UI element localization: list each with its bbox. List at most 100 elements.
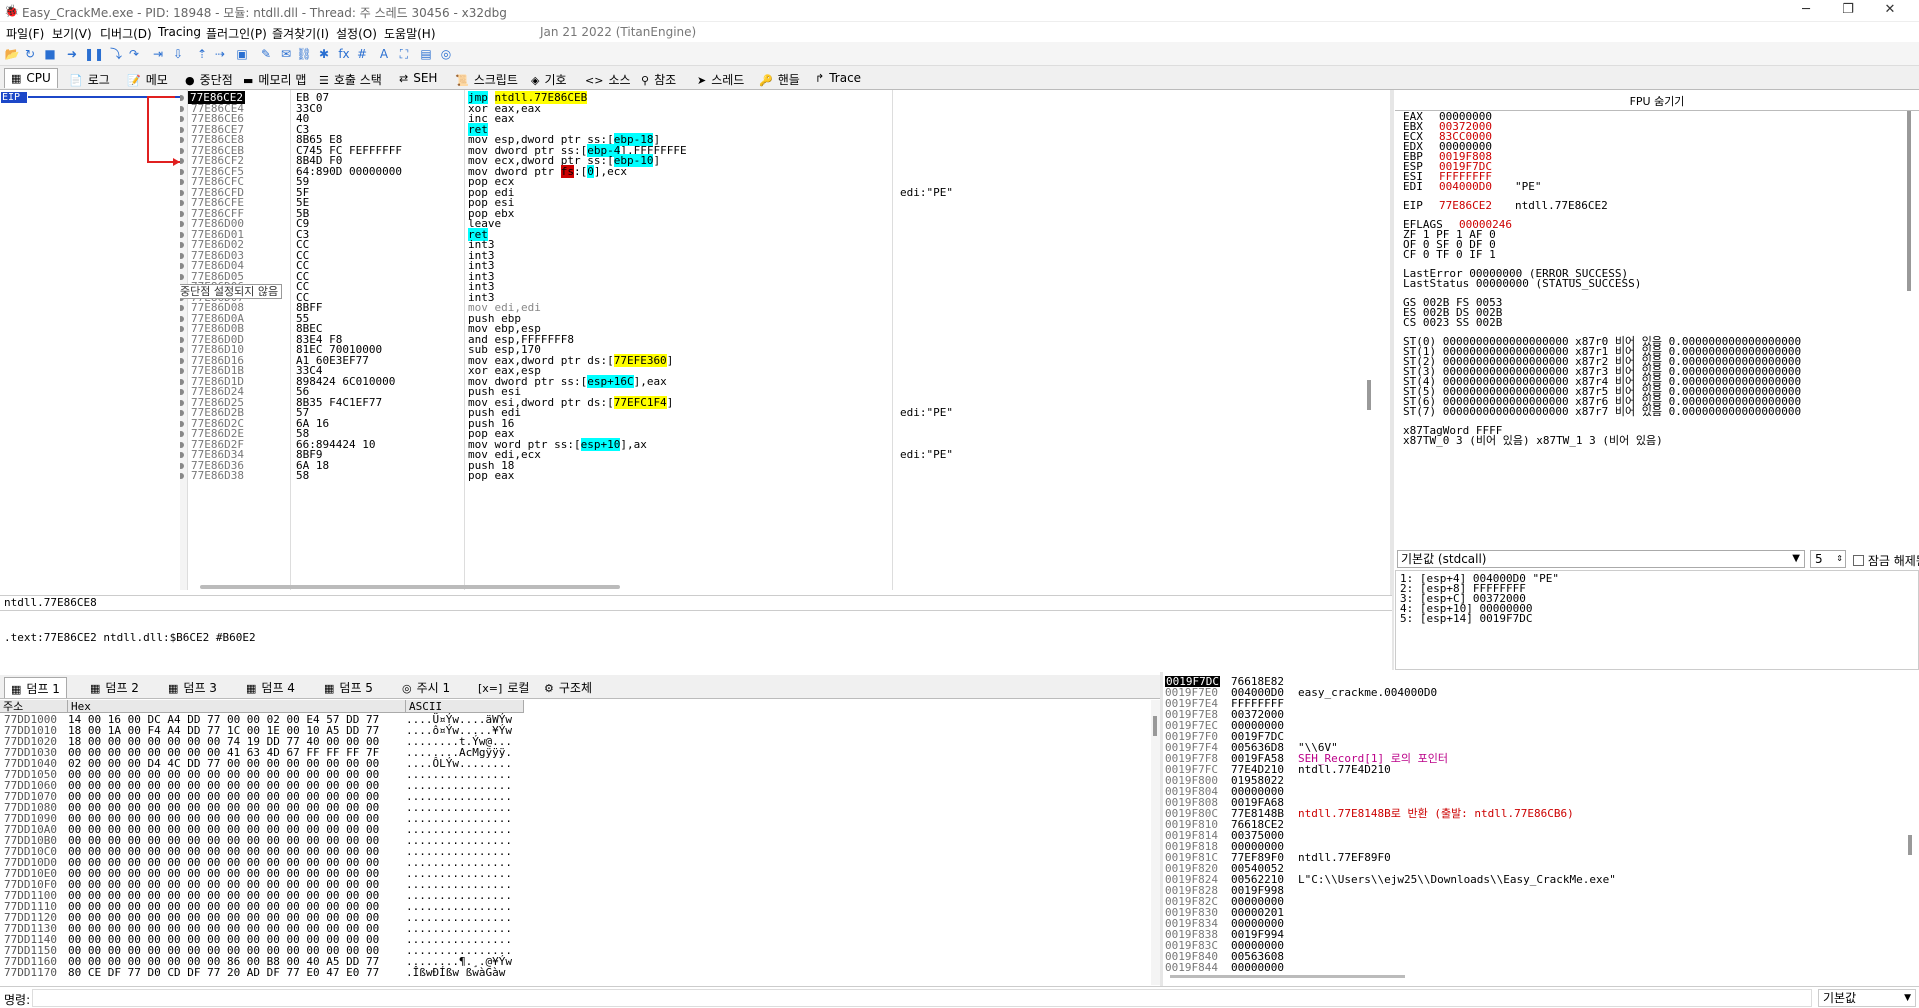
tab-스레드[interactable]: ➤스레드 [690, 68, 751, 88]
dump-hex[interactable]: 00 00 00 00 00 00 00 00 00 00 00 00 00 0… [68, 801, 380, 814]
dump-tab[interactable]: ▦덤프 5 [318, 677, 379, 698]
stack-value[interactable]: 0019FA68 [1231, 796, 1284, 809]
tab-중단점[interactable]: ●중단점 [178, 68, 240, 88]
breakpoint-dot[interactable] [180, 147, 184, 154]
globe-icon[interactable]: ◎ [440, 47, 452, 61]
tab-CPU[interactable]: ▦CPU [4, 68, 58, 88]
comment-icon[interactable]: ✉ [280, 47, 292, 61]
breakpoint-dot[interactable] [180, 116, 184, 122]
stack-value[interactable]: 0019F998 [1231, 884, 1284, 897]
menu-item[interactable]: 즐겨찾기(I) [272, 27, 330, 41]
breakpoint-dot[interactable] [180, 431, 184, 437]
calculator-icon[interactable]: ▤ [420, 47, 432, 61]
call-arg-line[interactable]: 1: [esp+4] 004000D0 "PE" [1400, 572, 1559, 585]
stack-value[interactable]: 00563608 [1231, 950, 1284, 963]
stack-value[interactable]: 00000000 [1231, 939, 1284, 952]
dump-tab[interactable]: ▦덤프 3 [162, 677, 223, 698]
call-arg-line[interactable]: 4: [esp+10] 00000000 [1400, 602, 1533, 615]
breakpoint-dot[interactable] [180, 315, 184, 322]
breakpoint-dot[interactable] [180, 273, 184, 280]
dump-hex[interactable]: 00 00 00 00 00 00 00 00 00 00 00 00 00 0… [68, 856, 380, 869]
dump-tab[interactable]: ▦덤프 2 [84, 677, 145, 698]
trace-over-icon[interactable]: ⇩ [172, 47, 184, 61]
register-value[interactable]: 00372000 [1439, 120, 1492, 133]
dump-hex[interactable]: 00 00 00 00 00 00 00 00 00 00 00 00 00 0… [68, 790, 380, 803]
breakpoint-dot[interactable] [180, 105, 184, 112]
breakpoint-dot[interactable] [180, 368, 184, 374]
strings-icon[interactable]: ⛶ [399, 47, 409, 61]
breakpoint-dot[interactable] [180, 179, 184, 185]
breakpoint-dot[interactable] [180, 242, 184, 248]
breakpoint-dot[interactable] [180, 137, 184, 143]
tab-SEH[interactable]: ⇄SEH [392, 68, 444, 88]
dump-hex[interactable]: 14 00 16 00 DC A4 DD 77 00 00 02 00 E4 5… [68, 713, 380, 726]
dump-hex[interactable]: 00 00 00 00 00 00 00 00 86 00 B8 00 40 A… [68, 955, 380, 968]
breakpoint-dot[interactable] [180, 252, 184, 259]
dump-hex[interactable]: 00 00 00 00 00 00 00 00 00 00 00 00 00 0… [68, 845, 380, 858]
breakpoint-dot[interactable] [180, 189, 184, 196]
stack-hscrollbar[interactable] [1170, 975, 1405, 978]
breakpoint-dot[interactable] [180, 452, 184, 458]
register-value[interactable]: 00000000 [1439, 110, 1492, 123]
breakpoint-dot[interactable] [180, 168, 184, 175]
dump-hex[interactable]: 00 00 00 00 00 00 00 00 41 63 4D 67 FF F… [68, 746, 380, 759]
stack-value[interactable]: 00000000 [1231, 785, 1284, 798]
step-over-icon[interactable]: ↷ [128, 47, 140, 61]
tab-기호[interactable]: ◈기호 [524, 68, 574, 88]
run-icon[interactable]: ➜ [66, 47, 78, 61]
execute-till-return-icon[interactable]: ⇡ [196, 47, 208, 61]
stack-value[interactable]: 00562210 [1231, 873, 1284, 886]
stack-value[interactable]: 00375000 [1231, 829, 1284, 842]
stack-value[interactable]: 77E4D210 [1231, 763, 1284, 776]
unlock-checkbox[interactable]: 잠금 해제됨 [1853, 552, 1919, 569]
command-mode-select[interactable]: 기본값 ▼ [1818, 989, 1916, 1007]
breakpoint-dot[interactable] [180, 95, 184, 101]
dump-hex[interactable]: 00 00 00 00 00 00 00 00 00 00 00 00 00 0… [68, 900, 380, 913]
stack-value[interactable]: 00000000 [1231, 961, 1284, 974]
breakpoint-dot[interactable] [180, 410, 184, 416]
stack-value[interactable]: 0019F7DC [1231, 730, 1284, 743]
stack-value[interactable]: 00000000 [1231, 917, 1284, 930]
vertical-scrollbar[interactable] [1367, 380, 1371, 410]
stack-value[interactable]: 00000000 [1231, 719, 1284, 732]
breakpoint-dot[interactable] [180, 420, 184, 427]
stack-value[interactable]: 005636D8 [1231, 741, 1284, 754]
maximize-icon[interactable]: ❐ [1842, 2, 1854, 17]
